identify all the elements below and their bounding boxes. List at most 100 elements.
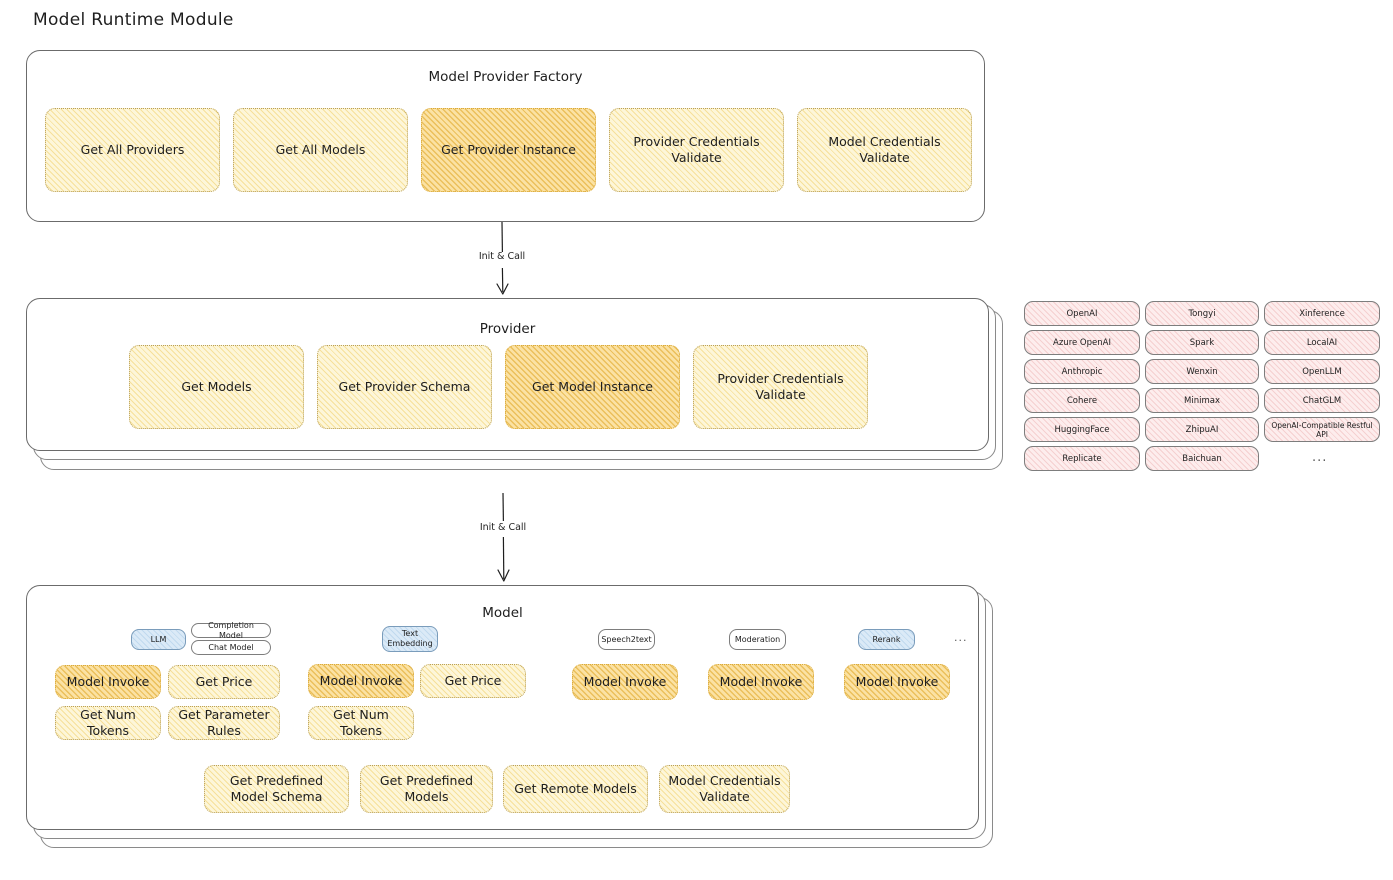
provider-chip-azure-openai[interactable]: Azure OpenAI bbox=[1024, 330, 1140, 355]
provider-chip-huggingface[interactable]: HuggingFace bbox=[1024, 417, 1140, 442]
node-label: Get Remote Models bbox=[514, 780, 637, 796]
provider-title: Provider bbox=[479, 321, 536, 337]
node-label: Model Credentials Validate bbox=[828, 133, 941, 166]
badge-label: Completion Model bbox=[208, 620, 254, 640]
chip-label: ChatGLM bbox=[1302, 395, 1342, 406]
node-label: Model Invoke bbox=[319, 672, 403, 688]
chip-label: OpenAI bbox=[1066, 308, 1098, 319]
badge-label: Chat Model bbox=[208, 642, 254, 652]
llm-method-get-parameter-rules[interactable]: Get Parameter Rules bbox=[168, 706, 280, 740]
provider-chip-tongyi[interactable]: Tongyi bbox=[1145, 301, 1259, 326]
model-subtype-badge-chat-model[interactable]: Chat Model bbox=[191, 640, 271, 655]
provider-list-more-ellipsis: ... bbox=[1312, 450, 1328, 465]
provider-chip-replicate[interactable]: Replicate bbox=[1024, 446, 1140, 471]
moderation-method-model-invoke[interactable]: Model Invoke bbox=[708, 664, 814, 700]
provider-chip-wenxin[interactable]: Wenxin bbox=[1145, 359, 1259, 384]
node-label: Get All Providers bbox=[80, 141, 185, 157]
model-type-badge-moderation[interactable]: Moderation bbox=[729, 629, 786, 650]
badge-label: Speech2text bbox=[601, 634, 652, 644]
model-type-badge-rerank[interactable]: Rerank bbox=[858, 629, 915, 650]
factory-node-provider-credentials-validate[interactable]: Provider Credentials Validate bbox=[609, 108, 784, 192]
node-label: Model Invoke bbox=[719, 673, 803, 689]
model-common-method-get-predefined-model-schema[interactable]: Get Predefined Model Schema bbox=[204, 765, 349, 813]
node-label: Get Provider Schema bbox=[338, 378, 471, 394]
factory-node-get-all-models[interactable]: Get All Models bbox=[233, 108, 408, 192]
provider-chip-chatglm[interactable]: ChatGLM bbox=[1264, 388, 1380, 413]
model-panel: Model LLM Completion Model Chat Model Mo… bbox=[26, 585, 979, 830]
chip-label: Spark bbox=[1189, 337, 1215, 348]
node-label: Model Invoke bbox=[583, 673, 667, 689]
provider-node-get-provider-schema[interactable]: Get Provider Schema bbox=[317, 345, 492, 429]
provider-chip-spark[interactable]: Spark bbox=[1145, 330, 1259, 355]
factory-node-model-credentials-validate[interactable]: Model Credentials Validate bbox=[797, 108, 972, 192]
arrow-icon bbox=[496, 221, 509, 295]
node-label: Get Price bbox=[195, 673, 253, 689]
chip-label: OpenAI-Compatible Restful API bbox=[1271, 420, 1373, 439]
node-label: Get Model Instance bbox=[532, 378, 653, 394]
node-label: Get Predefined Models bbox=[379, 772, 474, 805]
node-label: Model Invoke bbox=[66, 673, 150, 689]
provider-chip-anthropic[interactable]: Anthropic bbox=[1024, 359, 1140, 384]
chip-label: Anthropic bbox=[1061, 366, 1103, 377]
arrow-label: Init & Call bbox=[478, 251, 526, 262]
badge-label: Text Embedding bbox=[387, 629, 433, 648]
llm-method-model-invoke[interactable]: Model Invoke bbox=[55, 665, 161, 699]
node-label: Get Predefined Model Schema bbox=[229, 772, 324, 805]
node-label: Get All Models bbox=[275, 141, 366, 157]
chip-label: Baichuan bbox=[1182, 453, 1222, 464]
badge-label: Rerank bbox=[872, 634, 901, 644]
provider-chip-minimax[interactable]: Minimax bbox=[1145, 388, 1259, 413]
chip-label: Wenxin bbox=[1186, 366, 1218, 377]
node-label: Get Provider Instance bbox=[441, 141, 576, 157]
provider-node-provider-credentials-validate[interactable]: Provider Credentials Validate bbox=[693, 345, 868, 429]
text-embedding-method-get-price[interactable]: Get Price bbox=[420, 664, 526, 698]
chip-label: Cohere bbox=[1066, 395, 1098, 406]
model-type-badge-text-embedding[interactable]: Text Embedding bbox=[382, 626, 438, 652]
model-type-badge-llm[interactable]: LLM bbox=[131, 629, 186, 650]
provider-node-get-model-instance[interactable]: Get Model Instance bbox=[505, 345, 680, 429]
provider-chip-zhipuai[interactable]: ZhipuAI bbox=[1145, 417, 1259, 442]
chip-label: Xinference bbox=[1299, 308, 1345, 319]
model-subtype-badge-completion-model[interactable]: Completion Model bbox=[191, 620, 271, 640]
node-label: Get Parameter Rules bbox=[178, 706, 270, 739]
node-label: Model Credentials Validate bbox=[668, 772, 781, 805]
rerank-method-model-invoke[interactable]: Model Invoke bbox=[844, 664, 950, 700]
provider-node-get-models[interactable]: Get Models bbox=[129, 345, 304, 429]
text-embedding-method-get-num-tokens[interactable]: Get Num Tokens bbox=[308, 706, 414, 740]
provider-chip-openai-compatible-restful-api[interactable]: OpenAI-Compatible Restful API bbox=[1264, 417, 1380, 442]
model-type-badge-speech2text[interactable]: Speech2text bbox=[598, 629, 655, 650]
provider-chip-openllm[interactable]: OpenLLM bbox=[1264, 359, 1380, 384]
provider-chip-list: OpenAI Azure OpenAI Anthropic Cohere Hug… bbox=[1024, 300, 1380, 475]
arrow-factory-to-provider: Init & Call bbox=[470, 221, 540, 298]
provider-panel: Provider Get Models Get Provider Schema … bbox=[26, 298, 989, 451]
page-title: Model Runtime Module bbox=[33, 10, 234, 30]
provider-chip-xinference[interactable]: Xinference bbox=[1264, 301, 1380, 326]
node-label: Get Price bbox=[444, 672, 502, 688]
provider-chip-baichuan[interactable]: Baichuan bbox=[1145, 446, 1259, 471]
factory-node-get-all-providers[interactable]: Get All Providers bbox=[45, 108, 220, 192]
node-label: Get Models bbox=[181, 378, 252, 394]
factory-node-get-provider-instance[interactable]: Get Provider Instance bbox=[421, 108, 596, 192]
model-common-method-get-predefined-models[interactable]: Get Predefined Models bbox=[360, 765, 493, 813]
model-common-method-get-remote-models[interactable]: Get Remote Models bbox=[503, 765, 648, 813]
chip-label: ZhipuAI bbox=[1185, 424, 1219, 435]
chip-label: Minimax bbox=[1184, 395, 1220, 406]
model-title: Model bbox=[482, 605, 523, 621]
model-types-more-ellipsis: ... bbox=[954, 631, 968, 644]
arrow-provider-to-model: Init & Call bbox=[470, 492, 540, 585]
node-label: Get Num Tokens bbox=[333, 706, 389, 739]
provider-chip-localai[interactable]: LocalAI bbox=[1264, 330, 1380, 355]
text-embedding-method-model-invoke[interactable]: Model Invoke bbox=[308, 664, 414, 698]
badge-label: Moderation bbox=[734, 634, 781, 644]
provider-chip-cohere[interactable]: Cohere bbox=[1024, 388, 1140, 413]
provider-chip-openai[interactable]: OpenAI bbox=[1024, 301, 1140, 326]
chip-label: Tongyi bbox=[1188, 308, 1216, 319]
node-label: Get Num Tokens bbox=[80, 706, 136, 739]
llm-method-get-num-tokens[interactable]: Get Num Tokens bbox=[55, 706, 161, 740]
speech2text-method-model-invoke[interactable]: Model Invoke bbox=[572, 664, 678, 700]
arrow-label: Init & Call bbox=[479, 522, 527, 533]
chip-label: OpenLLM bbox=[1302, 366, 1342, 377]
model-common-method-model-credentials-validate[interactable]: Model Credentials Validate bbox=[659, 765, 790, 813]
llm-method-get-price[interactable]: Get Price bbox=[168, 665, 280, 699]
